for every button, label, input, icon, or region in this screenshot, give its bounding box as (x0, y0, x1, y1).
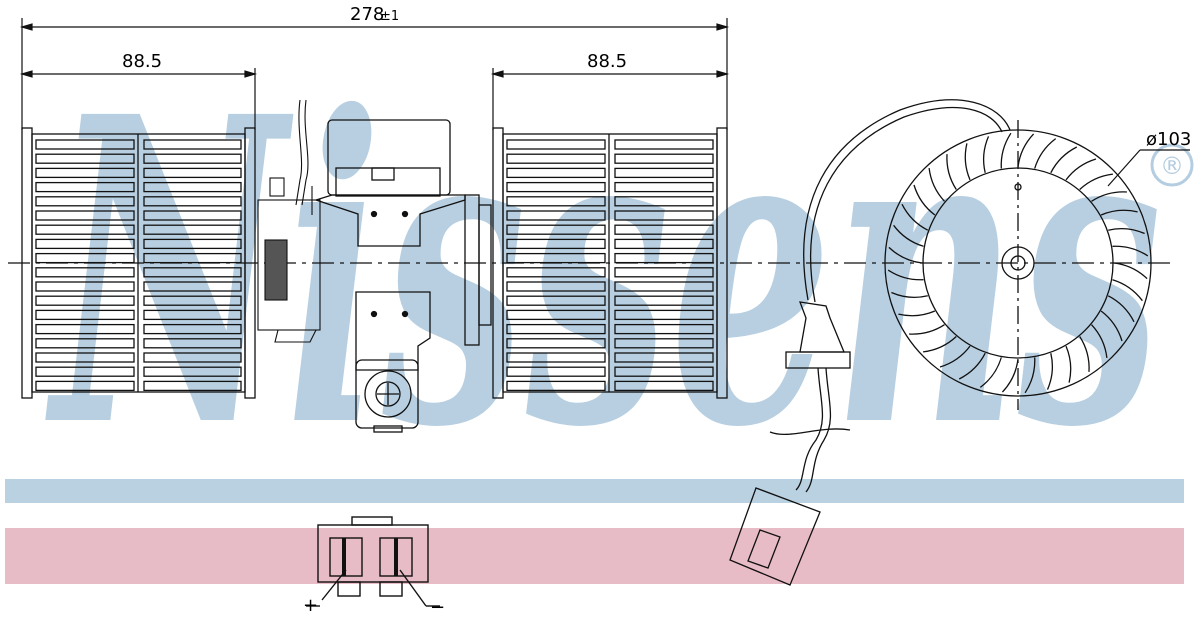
overall-tolerance-label: ±1 (380, 9, 399, 24)
right-cage-length-label: 88.5 (587, 51, 627, 72)
right-fan-cage (492, 127, 728, 399)
connector-pinout (306, 516, 440, 607)
left-cage-length-label: 88.5 (122, 51, 162, 72)
fan-diameter-label: ø103 (1146, 129, 1191, 150)
left-fan-cage (21, 127, 256, 399)
control-board (257, 99, 321, 343)
overall-length-label: 278 (350, 4, 384, 25)
fan-diameter-dimension (1107, 149, 1190, 187)
right-cage-dimension (490, 68, 730, 130)
positive-terminal-label: + (303, 595, 318, 616)
registered-symbol: ® (1160, 152, 1184, 180)
nissens-watermark: Nissens (44, 27, 1162, 520)
blue-band (5, 479, 1184, 503)
registered-mark: ® (1150, 143, 1194, 187)
overall-dimension (19, 18, 730, 130)
wire-harness (729, 99, 1011, 586)
negative-terminal-label: − (430, 597, 445, 618)
pink-band (5, 528, 1184, 584)
motor-body (313, 119, 492, 433)
svg-text:Nissens: Nissens (44, 27, 1162, 520)
fan-wheel (884, 120, 1152, 410)
left-cage-dimension (19, 68, 258, 130)
